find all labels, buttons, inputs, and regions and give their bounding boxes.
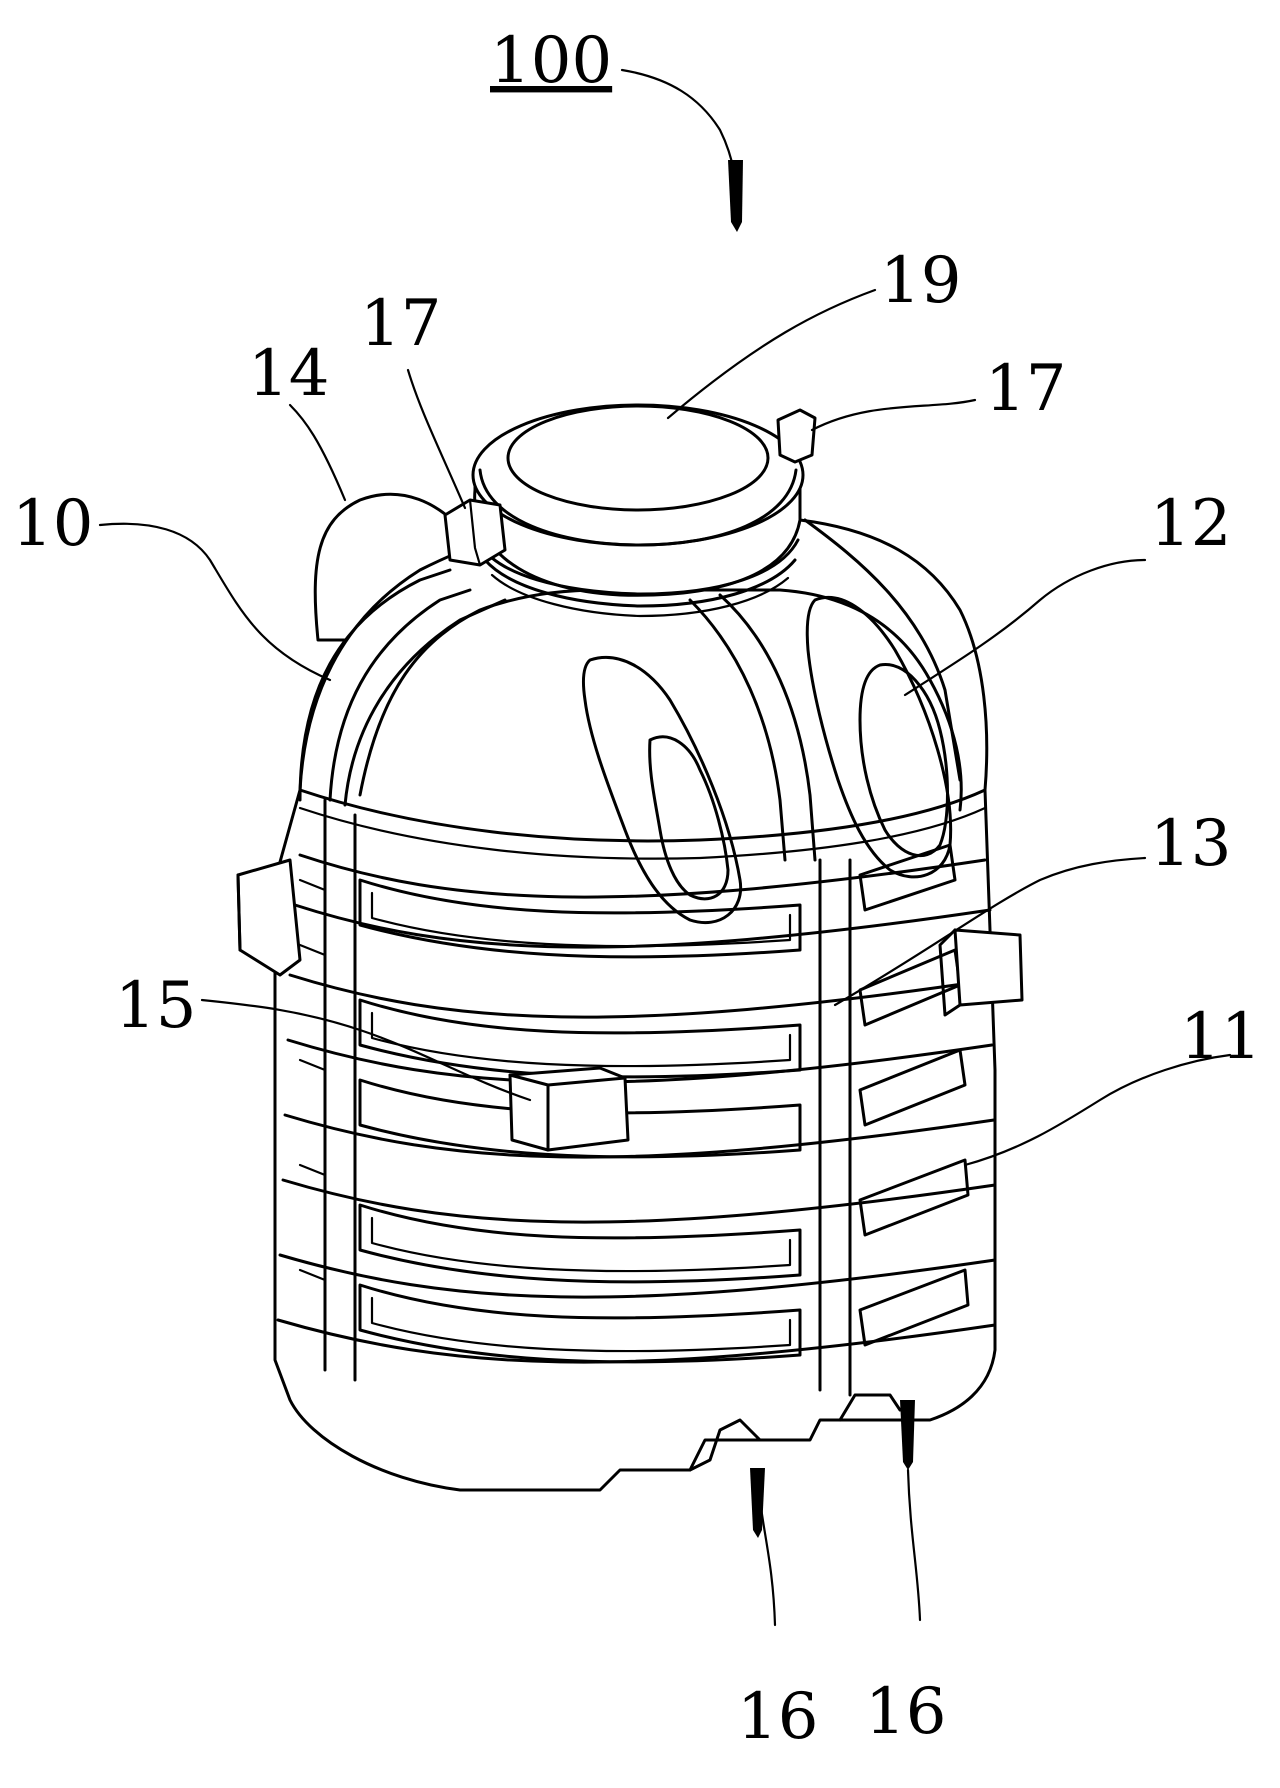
label-vertical-rib: 13 <box>1150 807 1231 881</box>
label-lid: 19 <box>880 244 961 318</box>
upper-recess-left <box>581 655 743 925</box>
left-slots <box>298 878 327 1322</box>
right-panels <box>858 843 970 1347</box>
label-lug-left: 17 <box>360 287 441 361</box>
left-side-tab <box>236 858 302 977</box>
label-side-bulge: 14 <box>248 337 329 411</box>
label-side-block: 15 <box>115 969 196 1043</box>
dome-rib-left <box>298 568 452 802</box>
label-upper-recess: 12 <box>1150 487 1231 561</box>
label-main: 100 <box>490 24 612 98</box>
label-lug-right: 17 <box>985 352 1066 426</box>
label-notch-left: 16 <box>737 1680 818 1754</box>
lug-right <box>776 408 817 464</box>
label-tank-body: 10 <box>12 487 93 561</box>
left-panels <box>358 878 802 1364</box>
label-notch-right: 16 <box>865 1675 946 1749</box>
dome-rib-middle <box>688 598 787 862</box>
dome-boundary <box>298 788 987 843</box>
right-side-tab <box>953 928 1024 1007</box>
upper-recess-right <box>805 595 953 879</box>
lid-inner <box>506 404 770 512</box>
tank-drawing <box>236 403 1024 1492</box>
leader-lines <box>98 68 1232 1627</box>
lug-left <box>443 498 507 567</box>
side-block <box>508 1066 630 1152</box>
label-lower-ribs: 11 <box>1180 1000 1261 1074</box>
reference-labels: 100 19 17 14 17 10 12 13 15 11 16 16 <box>12 24 1261 1754</box>
